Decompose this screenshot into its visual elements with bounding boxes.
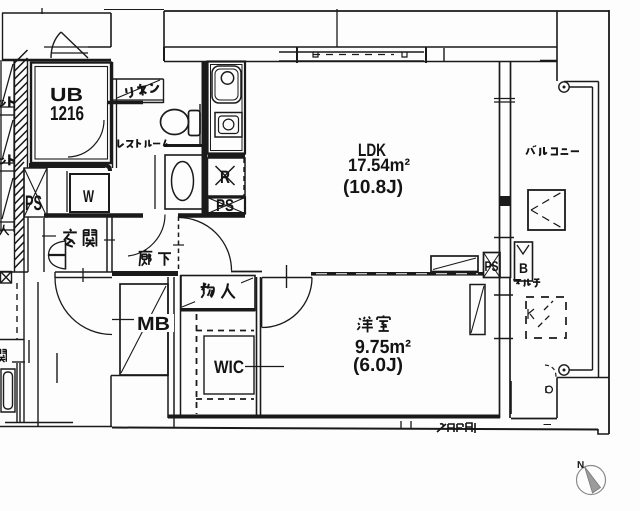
svg-text:PS: PS — [25, 192, 42, 215]
svg-text:(6.0J): (6.0J) — [353, 355, 403, 376]
svg-text:9.75m²: 9.75m² — [355, 337, 411, 358]
svg-text:17.54m²: 17.54m² — [348, 155, 410, 175]
svg-text:UB: UB — [50, 85, 83, 106]
svg-text:LDK: LDK — [358, 140, 386, 160]
svg-text:WIC: WIC — [214, 357, 244, 377]
svg-text:(10.8J): (10.8J) — [343, 177, 403, 198]
svg-text:N: N — [577, 460, 584, 471]
svg-text:PS: PS — [216, 196, 234, 215]
svg-text:MB: MB — [137, 314, 170, 335]
svg-text:W: W — [83, 187, 95, 206]
svg-text:B: B — [519, 260, 528, 276]
svg-text:1216: 1216 — [50, 103, 84, 125]
svg-text:PS: PS — [485, 258, 499, 274]
svg-text:R: R — [220, 167, 230, 187]
